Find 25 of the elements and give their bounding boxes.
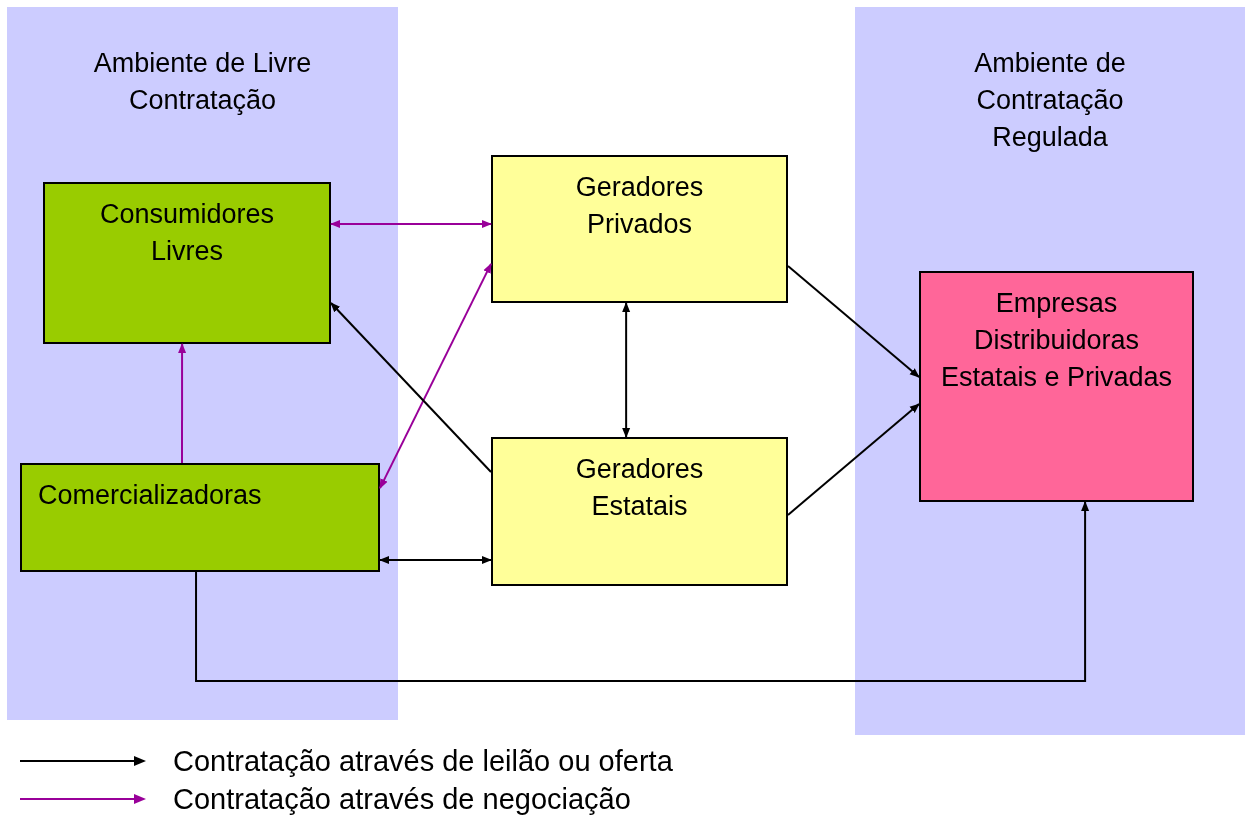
arrow xyxy=(787,265,920,379)
box-label: Geradores Estatais xyxy=(574,453,705,523)
arrow xyxy=(787,403,920,516)
box-label: Geradores Privados xyxy=(574,171,705,241)
arrow xyxy=(330,302,492,473)
arrow xyxy=(178,343,187,464)
process-box xyxy=(919,271,1194,502)
region-title: Ambiente de Livre Contratação xyxy=(92,47,313,117)
arrow xyxy=(379,262,492,490)
process-box xyxy=(491,437,788,586)
arrow xyxy=(622,302,631,438)
arrow xyxy=(379,556,492,565)
region-band xyxy=(7,7,398,720)
box-label: Empresas Distribuidoras Estatais e Privadas xyxy=(939,287,1174,394)
process-box xyxy=(20,463,380,572)
legend-label: Contratação através de leilão ou oferta xyxy=(173,744,673,778)
box-label: Comercializadoras xyxy=(38,479,262,512)
arrow xyxy=(330,220,492,229)
legend-label: Contratação através de negociação xyxy=(173,782,631,816)
box-label: Consumidores Livres xyxy=(98,198,276,268)
region-band xyxy=(855,7,1245,735)
region-title: Ambiente de Contratação Regulada xyxy=(973,47,1127,154)
process-box xyxy=(491,155,788,303)
arrow xyxy=(195,501,1090,682)
process-box xyxy=(43,182,331,344)
